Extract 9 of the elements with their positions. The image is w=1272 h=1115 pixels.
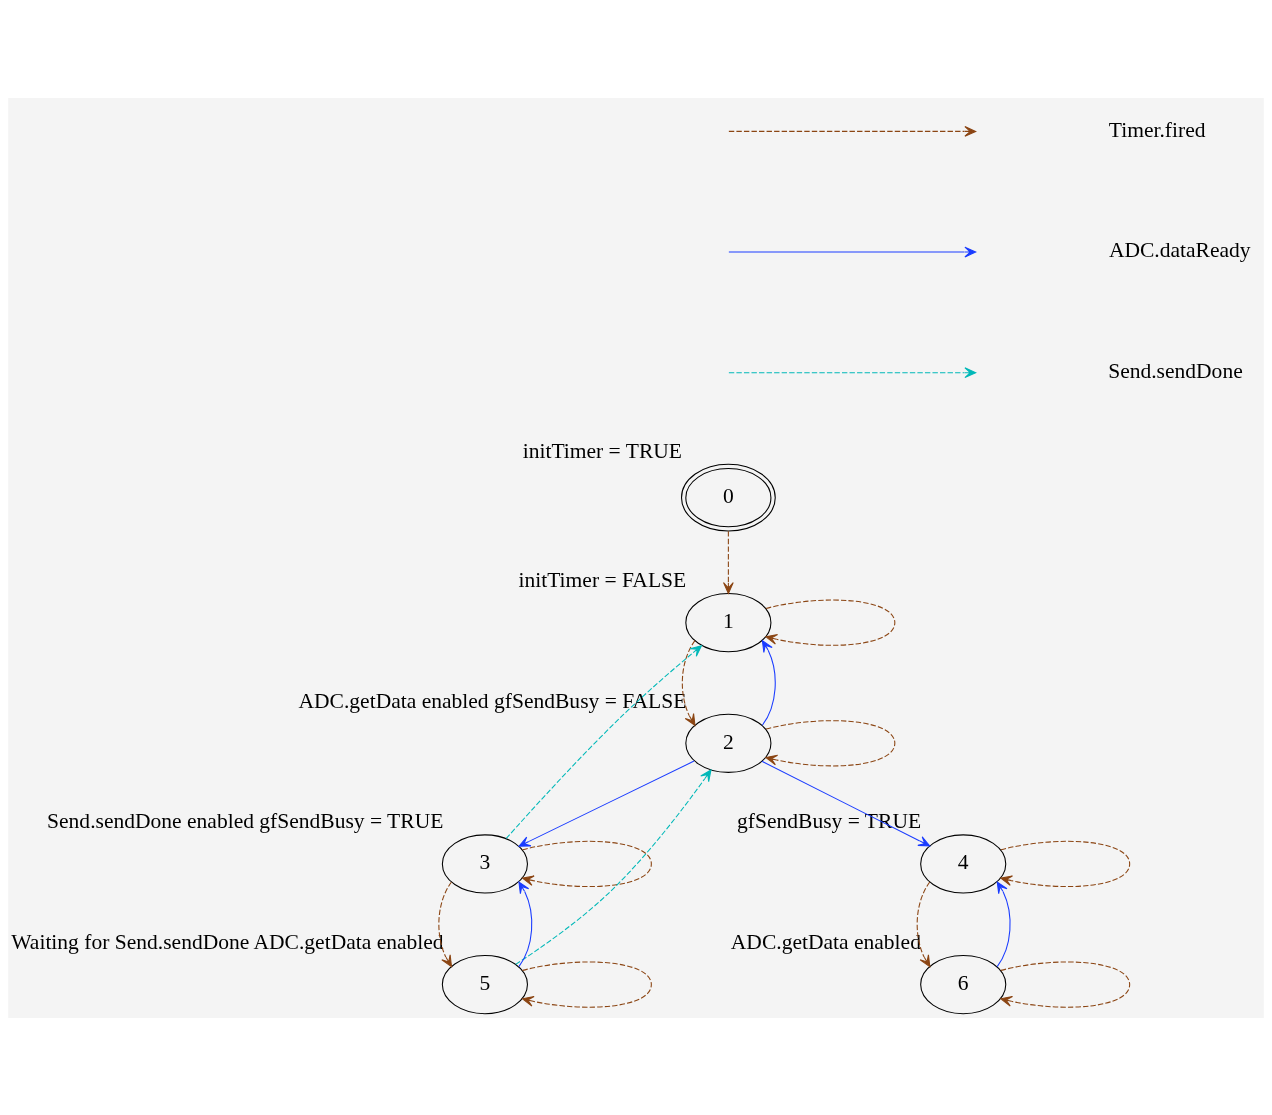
legend-label: ADC.dataReady [1108, 237, 1251, 262]
legend-label: Send.sendDone [1108, 358, 1243, 383]
node-label: Waiting for Send.sendDone ADC.getData enabled [11, 929, 444, 954]
node-label: initTimer = FALSE [518, 567, 687, 592]
node-label: initTimer = TRUE [522, 438, 682, 463]
legend-label: Timer.fired [1108, 117, 1206, 142]
node-label: ADC.getData enabled gfSendBusy = FALSE [298, 688, 687, 713]
node-label: ADC.getData enabled [730, 929, 921, 954]
node-label: Send.sendDone enabled gfSendBusy = TRUE [47, 808, 444, 833]
